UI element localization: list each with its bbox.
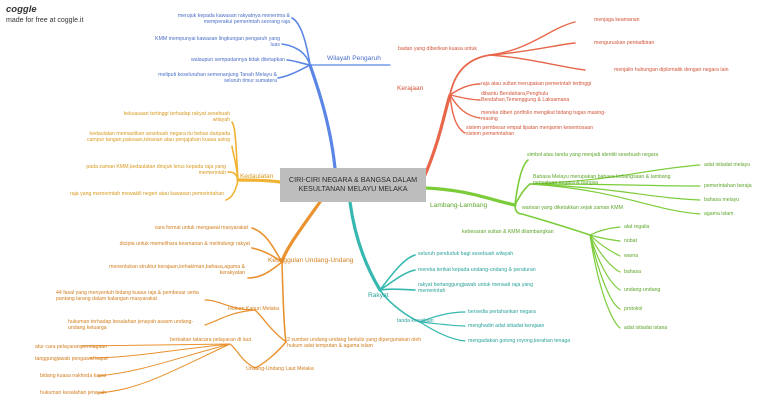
kerajaan-branch-label[interactable]: Kerajaan	[397, 85, 424, 92]
kedaulatan-item-1[interactable]: kekuasaan tertinggi terhadap rakyat sese…	[123, 111, 230, 124]
tanda-item-2[interactable]: menghadiri adat istiadat kerajaan	[468, 323, 545, 329]
keunggulan-item-3[interactable]: menentukan struktur kerajaan,kehakiman,b…	[109, 264, 245, 277]
wilayah-item-3[interactable]: walaupun sempadannya tidak ditetapkan	[190, 57, 285, 63]
keunggulan-branch-label[interactable]: Keunggulan Undang-Undang	[268, 257, 354, 264]
lambang-branch-lines	[424, 159, 701, 329]
lambang-kebesaran[interactable]: kebesaran sultan & KMM dilambangkan	[462, 229, 554, 235]
kebesaran-item-1[interactable]: alat regalia	[624, 224, 650, 230]
kerajaan-item-4[interactable]: sistem pembesar empat lipatan menjamin k…	[466, 125, 593, 138]
rakyat-branch-label[interactable]: Rakyat	[368, 292, 389, 299]
wilayah-branch-label[interactable]: Wilayah Pengaruh	[327, 55, 381, 62]
kerajaan-item-1[interactable]: raja atau sultan merupakan pemerintah te…	[481, 81, 592, 87]
lambang-item-1[interactable]: simbol atau tanda yang menjadi identiti …	[527, 152, 659, 158]
hukum-item-2[interactable]: hukuman terhadap kesalahan jenayah asasm…	[68, 319, 194, 332]
keunggulan-item-2[interactable]: dicipta untuk memelihara keamanan & meli…	[119, 241, 250, 247]
coggle-branding: coggle made for free at coggle.it	[6, 4, 83, 24]
kedaulatan-item-4[interactable]: raja yang memerintah mewakili negeri ata…	[70, 191, 224, 197]
rakyat-branch-lines	[348, 200, 466, 342]
kerajaan-badan-item-2[interactable]: menguruskan pentadbiran	[594, 40, 655, 46]
kedaulatan-branch-lines	[225, 121, 282, 201]
lambang-branch-label[interactable]: Lambang-Lambang	[430, 202, 488, 209]
kedaulatan-item-3[interactable]: pada zaman KMM,kedaulatan dirujuk lerus …	[86, 164, 226, 177]
wilayah-branch-lines	[277, 17, 391, 170]
rakyat-item-2[interactable]: mereka terikat kepada undang-undang & pe…	[418, 267, 536, 273]
tanda-item-3[interactable]: mengadakan gotong royong,kerahan tenaga	[468, 338, 571, 344]
laut-item-2[interactable]: tanggungjawab pengawal kapal	[35, 356, 108, 362]
laut-item-1[interactable]: atur cara pelayaran,perniagaan	[35, 344, 108, 350]
kerajaan-badan-item-1[interactable]: menjaga keamanan	[594, 17, 640, 23]
kedaulatan-branch-label[interactable]: Kedaulatan	[240, 173, 274, 180]
keunggulan-branch-lines	[79, 200, 322, 394]
kebesaran-item-6[interactable]: protokol	[624, 306, 643, 312]
kebesaran-item-2[interactable]: nobat	[624, 238, 637, 244]
bahasa-item-2[interactable]: pemerintahan beraja	[704, 183, 752, 189]
kerajaan-branch-lines	[423, 21, 586, 177]
lambang-warisan[interactable]: warisan yang diketakkan sejak zaman KMM	[522, 205, 623, 211]
coggle-logo[interactable]: coggle	[6, 4, 37, 15]
rakyat-tanda-label[interactable]: tanda kesetiaan	[397, 318, 434, 324]
made-with-coggle-text[interactable]: made for free at coggle.it	[6, 17, 84, 24]
rakyat-item-1[interactable]: seluruh penduduk bagi sesebuah wilayah	[418, 251, 514, 257]
laut-berkaitan[interactable]: berkaitan tatacara pelayaran di laut	[170, 337, 252, 343]
kebesaran-item-4[interactable]: bahasa	[624, 269, 642, 275]
lambang-item-2[interactable]: Bahasa Melayu merupakan bahasa kebangsaa…	[533, 174, 671, 187]
kebesaran-item-7[interactable]: adat istiadat istana	[624, 325, 668, 331]
kerajaan-item-2[interactable]: dibantu Bendahara,Penghulu Bendahari,Tem…	[481, 91, 570, 104]
hukum-item-1[interactable]: 44 fasal yang menyentuh bidang kuasa raj…	[56, 290, 199, 303]
kebesaran-item-3[interactable]: warna	[624, 253, 639, 259]
bahasa-item-4[interactable]: agama islam	[704, 211, 734, 217]
kerajaan-badan[interactable]: badan yang diberikan kuasa untuk	[398, 46, 478, 52]
central-topic[interactable]: CIRI-CIRI NEGARA & BANGSA DALAM KESULTAN…	[280, 168, 426, 202]
kebesaran-item-5[interactable]: undang-undang	[624, 287, 661, 293]
wilayah-item-4[interactable]: meliputi keseluruhan semenanjung Tanah M…	[158, 72, 277, 85]
laut-item-3[interactable]: bidang kuasa nakhoda kapal	[40, 373, 107, 379]
keunggulan-item-1[interactable]: cara formal untuk mengawal masyarakat	[154, 225, 248, 231]
wilayah-item-1[interactable]: merujuk kepada kawasan rakyatnya menerim…	[177, 13, 290, 26]
rakyat-item-3[interactable]: rakyat bertanggungjawab untuk menaati ra…	[418, 282, 534, 295]
bahasa-item-3[interactable]: bahasa melayu	[704, 197, 740, 203]
kedaulatan-item-2[interactable]: kedaulatan memastikan sesebuah negara it…	[86, 131, 230, 144]
keunggulan-sumber[interactable]: 2 sumber undang-undang berlulis yang dip…	[287, 337, 422, 350]
laut-label[interactable]: Undang-Undang Laut Melaka	[246, 366, 314, 372]
wilayah-item-2[interactable]: KMM mempunyai kawasan lingkungan pengaru…	[155, 36, 280, 49]
laut-item-4[interactable]: hukuman kesalahan jenayah	[40, 390, 107, 396]
tanda-item-1[interactable]: bersedia pertahankan negara	[468, 309, 536, 315]
kerajaan-item-3[interactable]: mereka diberi portfolio mengikut bidang …	[481, 110, 606, 123]
hukum-kanun-label[interactable]: Hukum Kanun Melaka	[228, 306, 280, 312]
kerajaan-badan-item-3[interactable]: menjalin hubungan diplomatik dengan nega…	[614, 67, 729, 73]
bahasa-item-1[interactable]: adat istiadat melayu	[704, 162, 751, 168]
